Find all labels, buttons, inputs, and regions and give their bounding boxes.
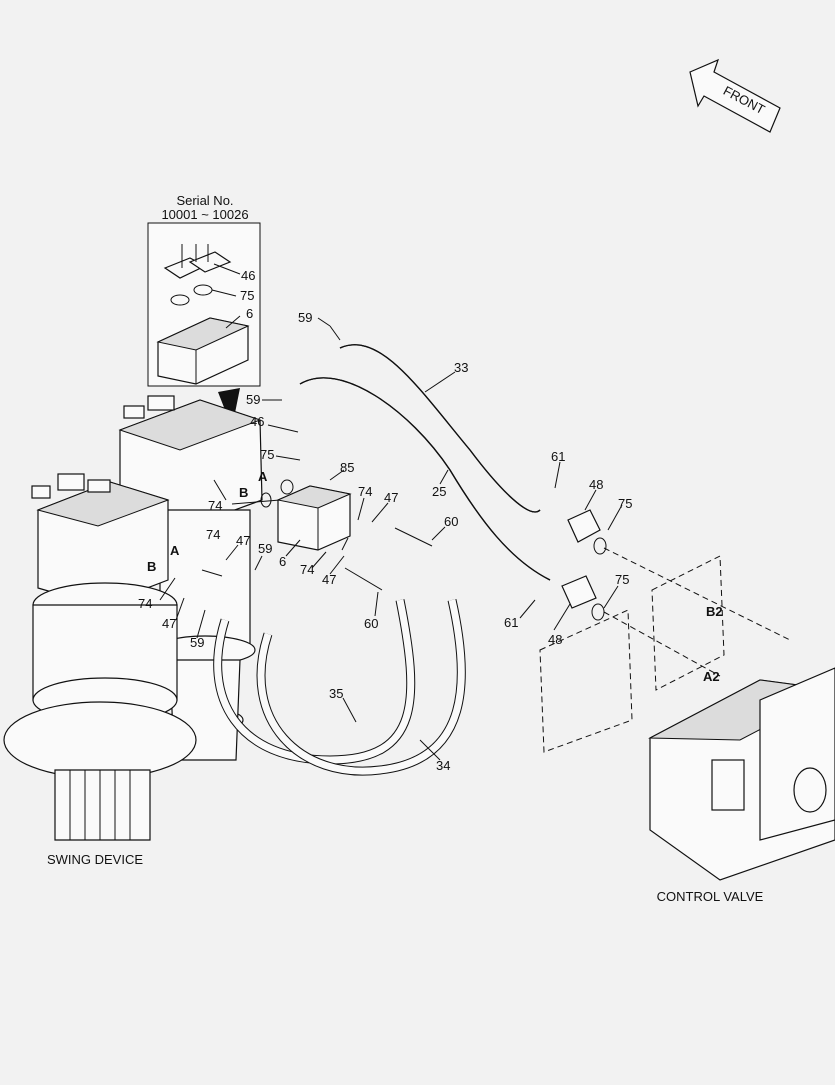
hose-icon xyxy=(213,344,551,776)
control-valve-caption: CONTROL VALVE xyxy=(657,889,764,904)
port-label-b-rear: B xyxy=(239,485,248,500)
callout-leaders xyxy=(159,317,623,761)
callout-33: 33 xyxy=(454,360,468,375)
inset-box xyxy=(147,222,261,387)
callout-61-lower: 61 xyxy=(504,615,518,630)
inset-serial-range: 10001 ~ 10026 xyxy=(161,207,248,222)
port-label-a-rear: A xyxy=(258,469,268,484)
callout-75-right-top: 75 xyxy=(618,496,632,511)
swing-device-front xyxy=(3,473,197,841)
callout-85: 85 xyxy=(340,460,354,475)
callout-48-top: 48 xyxy=(589,477,603,492)
bolt-icon xyxy=(329,325,433,591)
inset-callout-46: 46 xyxy=(241,268,255,283)
port-label-a2: A2 xyxy=(703,669,720,684)
callout-34: 34 xyxy=(436,758,450,773)
callout-59-left: 59 xyxy=(190,635,204,650)
block-icon xyxy=(276,485,352,551)
block-icon xyxy=(156,317,250,385)
callout-74-center: 74 xyxy=(358,484,372,499)
callout-74-left: 74 xyxy=(138,596,152,611)
flange-icon xyxy=(163,244,232,279)
port-label-b-front: B xyxy=(147,559,156,574)
callout-60-top: 60 xyxy=(444,514,458,529)
callout-74-rear: 74 xyxy=(208,498,222,513)
gasket-icon xyxy=(539,547,791,753)
callout-6: 6 xyxy=(279,554,286,569)
callout-25: 25 xyxy=(432,484,446,499)
callout-47-center: 47 xyxy=(384,490,398,505)
callout-75-right-lower: 75 xyxy=(615,572,629,587)
callout-48-lower: 48 xyxy=(548,632,562,647)
swing-device-caption: SWING DEVICE xyxy=(47,852,143,867)
flange-icon xyxy=(561,509,601,609)
inset-callout-6: 6 xyxy=(246,306,253,321)
front-arrow-icon xyxy=(689,58,781,133)
callout-59-front: 59 xyxy=(258,541,272,556)
callout-59-top: 59 xyxy=(298,310,312,325)
control-valve-icon xyxy=(648,667,835,881)
callout-47-front: 47 xyxy=(236,533,250,548)
callout-59-mid: 59 xyxy=(246,392,260,407)
port-label-b2: B2 xyxy=(706,604,723,619)
callout-61-top: 61 xyxy=(551,449,565,464)
pointer-wedge xyxy=(218,388,240,428)
callout-47-left: 47 xyxy=(162,616,176,631)
callout-74-lower: 74 xyxy=(300,562,314,577)
callout-74-front: 74 xyxy=(206,527,220,542)
port-label-a-front: A xyxy=(170,543,180,558)
swing-device-icon xyxy=(118,395,263,761)
inset-callout-75: 75 xyxy=(240,288,254,303)
callout-35: 35 xyxy=(329,686,343,701)
callout-75-left: 75 xyxy=(260,447,274,462)
callout-47-lower: 47 xyxy=(322,572,336,587)
callout-60-lower: 60 xyxy=(364,616,378,631)
callout-46: 46 xyxy=(250,414,264,429)
inset-title: Serial No. xyxy=(176,193,233,208)
